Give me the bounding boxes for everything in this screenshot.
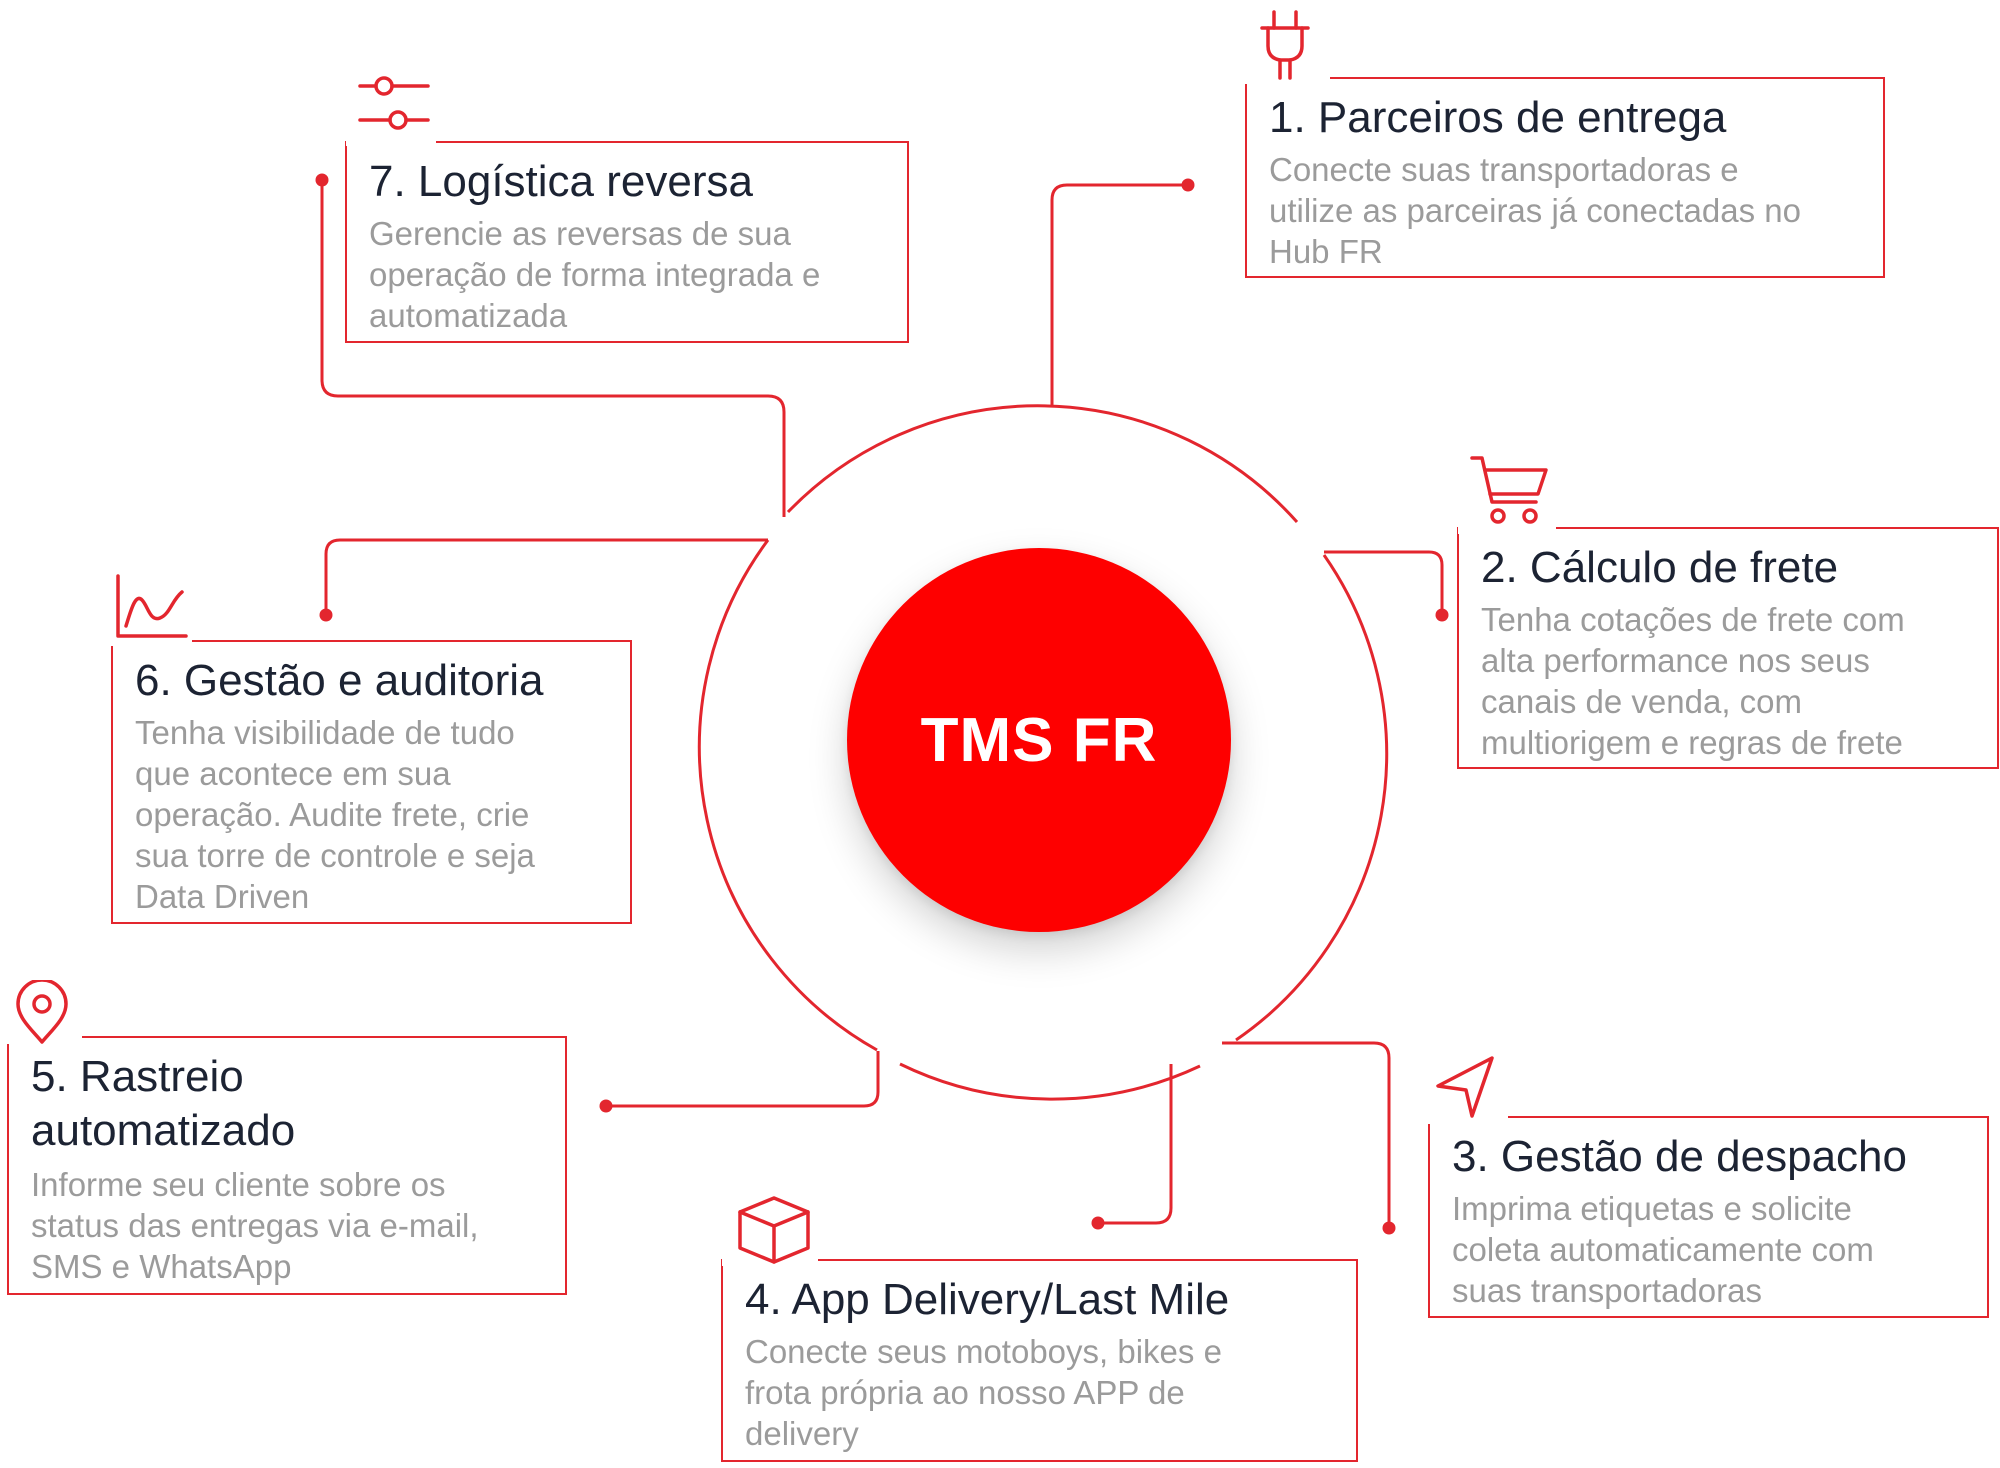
- map-pin-icon: [6, 980, 82, 1044]
- feature-description: Conecte suas transportadoras e utilize a…: [1269, 151, 1801, 270]
- hub-ring: [697, 539, 878, 1052]
- feature-card-reversa: 7. Logística reversa Gerencie as reversa…: [345, 141, 909, 343]
- feature-title: 5. Rastreio automatizado: [31, 1052, 296, 1155]
- hub-circle: TMS FR: [847, 548, 1231, 932]
- feature-card-parceiros: 1. Parceiros de entrega Conecte suas tra…: [1245, 77, 1885, 278]
- feature-description: Tenha visibilidade de tudo que acontece …: [135, 714, 535, 915]
- sliders-icon: [346, 62, 436, 146]
- feature-card-rastreio: 5. Rastreio automatizado Informe seu cli…: [7, 1036, 567, 1295]
- hub-ring: [899, 1062, 1201, 1101]
- feature-description: Tenha cotações de frete com alta perform…: [1481, 601, 1905, 761]
- hub-label: TMS FR: [920, 705, 1158, 775]
- feature-title: 6. Gestão e auditoria: [135, 656, 544, 705]
- feature-card-calculo: 2. Cálculo de frete Tenha cotações de fr…: [1457, 527, 1999, 769]
- feature-description: Imprima etiquetas e solicite coleta auto…: [1452, 1190, 1874, 1309]
- connector-line-reversa: [320, 180, 786, 517]
- connector-dot-gestao: [319, 608, 333, 622]
- connector-dot-parceiros: [1181, 178, 1195, 192]
- navigation-arrow-icon: [1428, 1050, 1508, 1124]
- feature-title: 3. Gestão de despacho: [1452, 1132, 1907, 1181]
- plug-icon: [1240, 4, 1330, 84]
- feature-title: 2. Cálculo de frete: [1481, 543, 1839, 592]
- connector-line-parceiros: [1050, 183, 1188, 407]
- connector-line-calculo: [1324, 550, 1444, 615]
- feature-title: 4. App Delivery/Last Mile: [745, 1275, 1230, 1324]
- hub-ring: [786, 404, 1299, 523]
- feature-card-gestao: 6. Gestão e auditoria Tenha visibilidade…: [111, 640, 632, 924]
- connector-line-gestao: [324, 538, 768, 615]
- line-chart-icon: [110, 570, 192, 646]
- feature-card-despacho: 3. Gestão de despacho Imprima etiquetas …: [1428, 1116, 1989, 1318]
- connector-dot-reversa: [315, 173, 329, 187]
- feature-description: Gerencie as reversas de sua operação de …: [369, 215, 821, 334]
- feature-title: 1. Parceiros de entrega: [1269, 93, 1727, 142]
- connector-dot-calculo: [1435, 608, 1449, 622]
- shopping-cart-icon: [1458, 438, 1556, 534]
- connector-dot-rastreio: [599, 1099, 613, 1113]
- feature-title: 7. Logística reversa: [369, 157, 753, 206]
- connector-line-despacho: [1222, 1041, 1391, 1228]
- feature-description: Conecte seus motoboys, bikes e frota pró…: [745, 1333, 1222, 1452]
- feature-card-delivery: 4. App Delivery/Last Mile Conecte seus m…: [721, 1259, 1358, 1462]
- connector-dot-despacho: [1382, 1221, 1396, 1235]
- connector-line-rastreio: [606, 1051, 880, 1108]
- box-icon: [722, 1190, 818, 1266]
- connector-dot-delivery: [1091, 1216, 1105, 1230]
- hub-ring: [1235, 554, 1389, 1042]
- feature-description: Informe seu cliente sobre os status das …: [31, 1166, 479, 1285]
- connector-line-delivery: [1098, 1064, 1173, 1225]
